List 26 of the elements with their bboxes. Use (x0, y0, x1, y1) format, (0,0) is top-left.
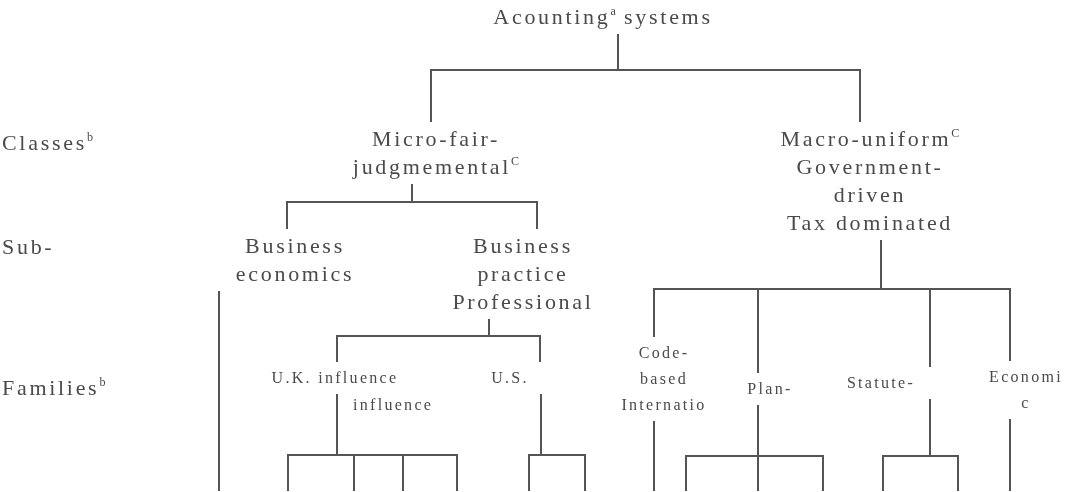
tree-branch-line (880, 239, 1011, 362)
text-label: influence (353, 395, 434, 415)
tree-branch-line (757, 404, 824, 492)
hierarchy-level-label: Families$^{b}$ (2, 374, 106, 402)
tree-node-label: Plan- (747, 379, 793, 399)
tree-node-label: U.K. influence (271, 368, 399, 388)
tree-branch-line (653, 420, 655, 492)
tree-node-label: Code- based Internatio (621, 343, 707, 415)
tree-branch-line (617, 33, 861, 123)
tree-node-label: Micro-fair- judgmemental$^{C}$ (352, 125, 520, 181)
tree-branch-line (411, 183, 538, 230)
hierarchy-level-label: Sub- (2, 233, 55, 261)
tree-node-label: Statute- (846, 373, 916, 393)
tree-branch-line (218, 290, 220, 492)
tree-node-label: Macro-uniform$^{C}$ Government- driven Tax dominated (780, 125, 960, 237)
tree-branch-line (540, 393, 586, 492)
tree-node-label: Business practice Professional (452, 232, 594, 316)
tree-branch-line (336, 393, 458, 492)
tree-node-label: U.S. (491, 368, 529, 388)
tree-branch-line (488, 318, 541, 363)
tree-branch-line (1009, 418, 1011, 492)
tree-branch-line (929, 398, 959, 492)
tree-node-label: Business economics (235, 232, 355, 288)
tree-node-label: Acounting$^{a}$ systems (493, 3, 713, 31)
hierarchy-level-label: Classes$^{b}$ (2, 129, 93, 157)
tree-node-label: Economi c (989, 367, 1063, 413)
